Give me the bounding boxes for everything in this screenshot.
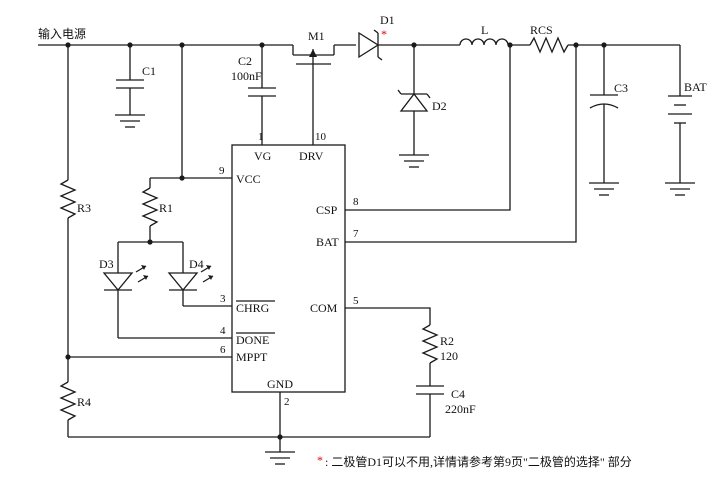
pin-name-done: DONE [236,333,269,347]
c3-label: C3 [614,81,628,95]
capacitor-c2 [248,45,276,145]
r4-label: R4 [77,395,91,409]
pin-name-csp: CSP [316,203,338,217]
r2-label: R2 [440,334,454,348]
battery-bat [665,45,695,196]
pin-num-bat: 7 [353,228,359,240]
bat-line [345,45,577,243]
r1-label: R1 [159,201,173,215]
c2-value: 100nF [231,69,262,83]
junction-dot [277,434,283,440]
com-line [345,307,431,325]
pin-name-vcc: VCC [236,172,261,186]
resistor-r3 [59,45,77,357]
pin-num-csp: 8 [353,196,359,208]
footnote-text: : 二极管D1可以不用,详情请参考第9页"二极管的选择" 部分 [325,454,632,469]
d3-label: D3 [99,257,114,271]
pin-num-com: 5 [353,295,359,307]
ground-icon [265,451,295,465]
capacitor-c1 [115,45,145,128]
pin-num-vg: 1 [258,131,264,143]
pin-num-drv: 10 [315,131,327,143]
pin-num-mppt: 6 [220,344,226,356]
pin-num-done: 4 [220,325,226,337]
c4-label: C4 [451,387,465,401]
led-d3 [102,242,232,339]
d1-label: D1 [380,13,395,27]
capacitor-c3 [589,45,619,196]
chip-body [231,144,346,393]
r2-value: 120 [440,349,458,363]
pin-name-gnd: GND [267,377,293,391]
pin-name-mppt: MPPT [236,350,268,364]
csp-line [345,45,511,211]
diode-d2 [397,45,431,168]
mosfet-m1 [292,44,356,145]
input-label: 输入电源 [38,26,86,41]
pin-name-vg: VG [254,149,272,163]
pin-num-chrg: 3 [220,293,226,305]
r3-label: R3 [77,201,91,215]
d2-label: D2 [432,99,447,113]
rcs-label: RCS [530,23,553,37]
inductor-l [459,38,530,46]
capacitor-c4 [416,385,444,437]
l-label: L [481,23,488,37]
resistor-rcs [529,36,680,54]
pin-name-com: COM [310,301,338,315]
resistor-r1 [141,178,159,242]
pin-name-bat: BAT [316,235,339,249]
diode-d1 [358,29,460,61]
bat-label: BAT [684,80,707,94]
resistor-r4 [59,357,77,437]
pin-num-gnd: 2 [284,396,290,408]
c2-label: C2 [238,54,252,68]
footnote-star: * [317,453,323,467]
pin-num-vcc: 9 [219,165,225,177]
d4-label: D4 [189,257,204,271]
led-d4 [167,242,232,307]
pin-name-chrg: CHRG [236,301,270,315]
m1-label: M1 [308,29,325,43]
d1-mark: * [381,27,387,41]
c4-value: 220nF [445,402,476,416]
vcc-line [181,45,232,179]
arrow-icon [309,49,317,57]
resistor-r2 [421,324,439,386]
c1-label: C1 [142,64,156,78]
pin-name-drv: DRV [299,149,324,163]
